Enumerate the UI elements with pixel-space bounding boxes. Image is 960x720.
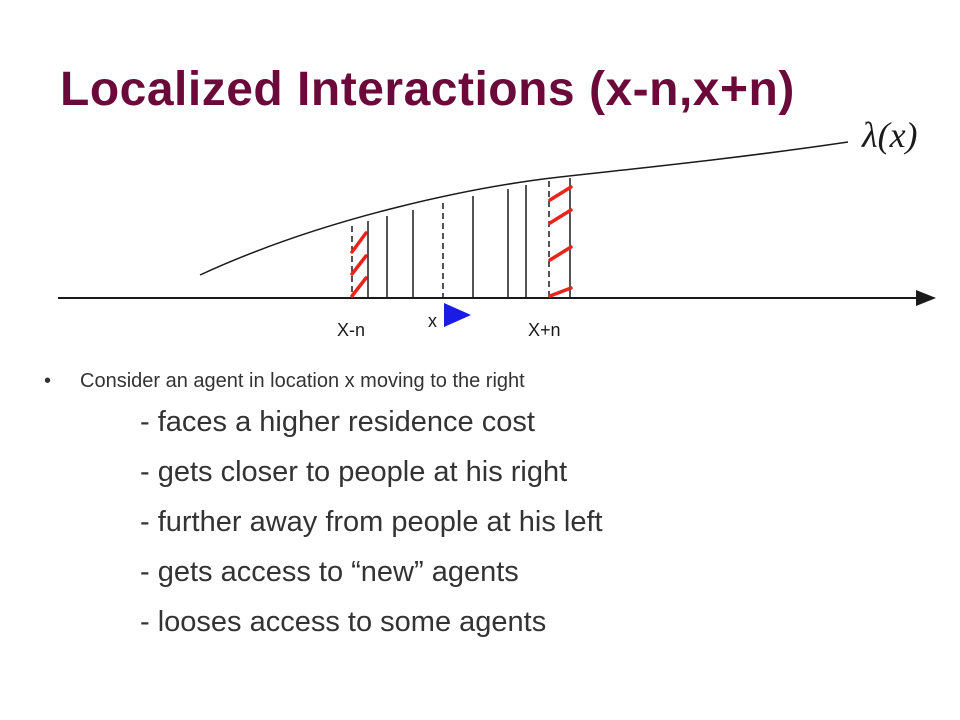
bullet-item: • Consider an agent in location x moving … bbox=[44, 370, 525, 393]
label-x: x bbox=[428, 311, 437, 331]
bullet-text: Consider an agent in location x moving t… bbox=[80, 370, 525, 392]
sub-item: - faces a higher residence cost bbox=[140, 406, 535, 438]
sub-item: - looses access to some agents bbox=[140, 606, 547, 638]
sub-item: - gets closer to people at his right bbox=[140, 456, 568, 488]
sub-item-list: - faces a higher residence cost - gets c… bbox=[140, 402, 603, 652]
lambda-curve bbox=[199, 141, 849, 276]
hatch-left bbox=[350, 231, 368, 298]
label-lambda: λ(x) bbox=[861, 115, 918, 155]
hatch-right bbox=[548, 185, 573, 298]
label-x-plus-n: X+n bbox=[528, 320, 561, 340]
slide-title: Localized Interactions (x-n,x+n) bbox=[60, 63, 795, 116]
lambda-diagram: X-n x X+n λ(x) bbox=[58, 115, 936, 340]
label-x-minus-n: X-n bbox=[337, 320, 365, 340]
sub-item: - further away from people at his left bbox=[140, 506, 603, 538]
interval-lines bbox=[351, 178, 571, 298]
bullet-marker: • bbox=[44, 370, 52, 392]
sub-item: - gets access to “new” agents bbox=[140, 556, 519, 588]
